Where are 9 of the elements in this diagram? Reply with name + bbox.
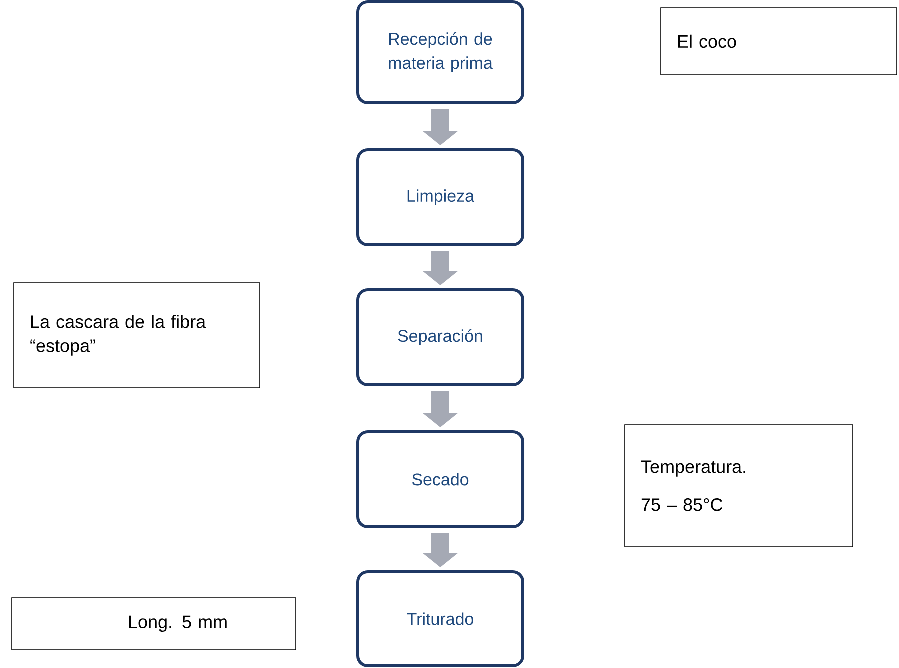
process-box: Separación bbox=[356, 288, 524, 386]
note-box: Long. 5 mm bbox=[12, 598, 296, 650]
process-box: Limpieza bbox=[356, 148, 524, 246]
note-box: La cascara de la fibra “estopa” bbox=[14, 282, 260, 388]
process-box: Recepción de materia prima bbox=[356, 0, 524, 104]
note-box: El coco bbox=[660, 8, 898, 76]
process-box: Secado bbox=[356, 430, 524, 528]
note-box: Temperatura. 75 – 85°C bbox=[624, 424, 854, 548]
process-box: Triturado bbox=[356, 570, 524, 668]
